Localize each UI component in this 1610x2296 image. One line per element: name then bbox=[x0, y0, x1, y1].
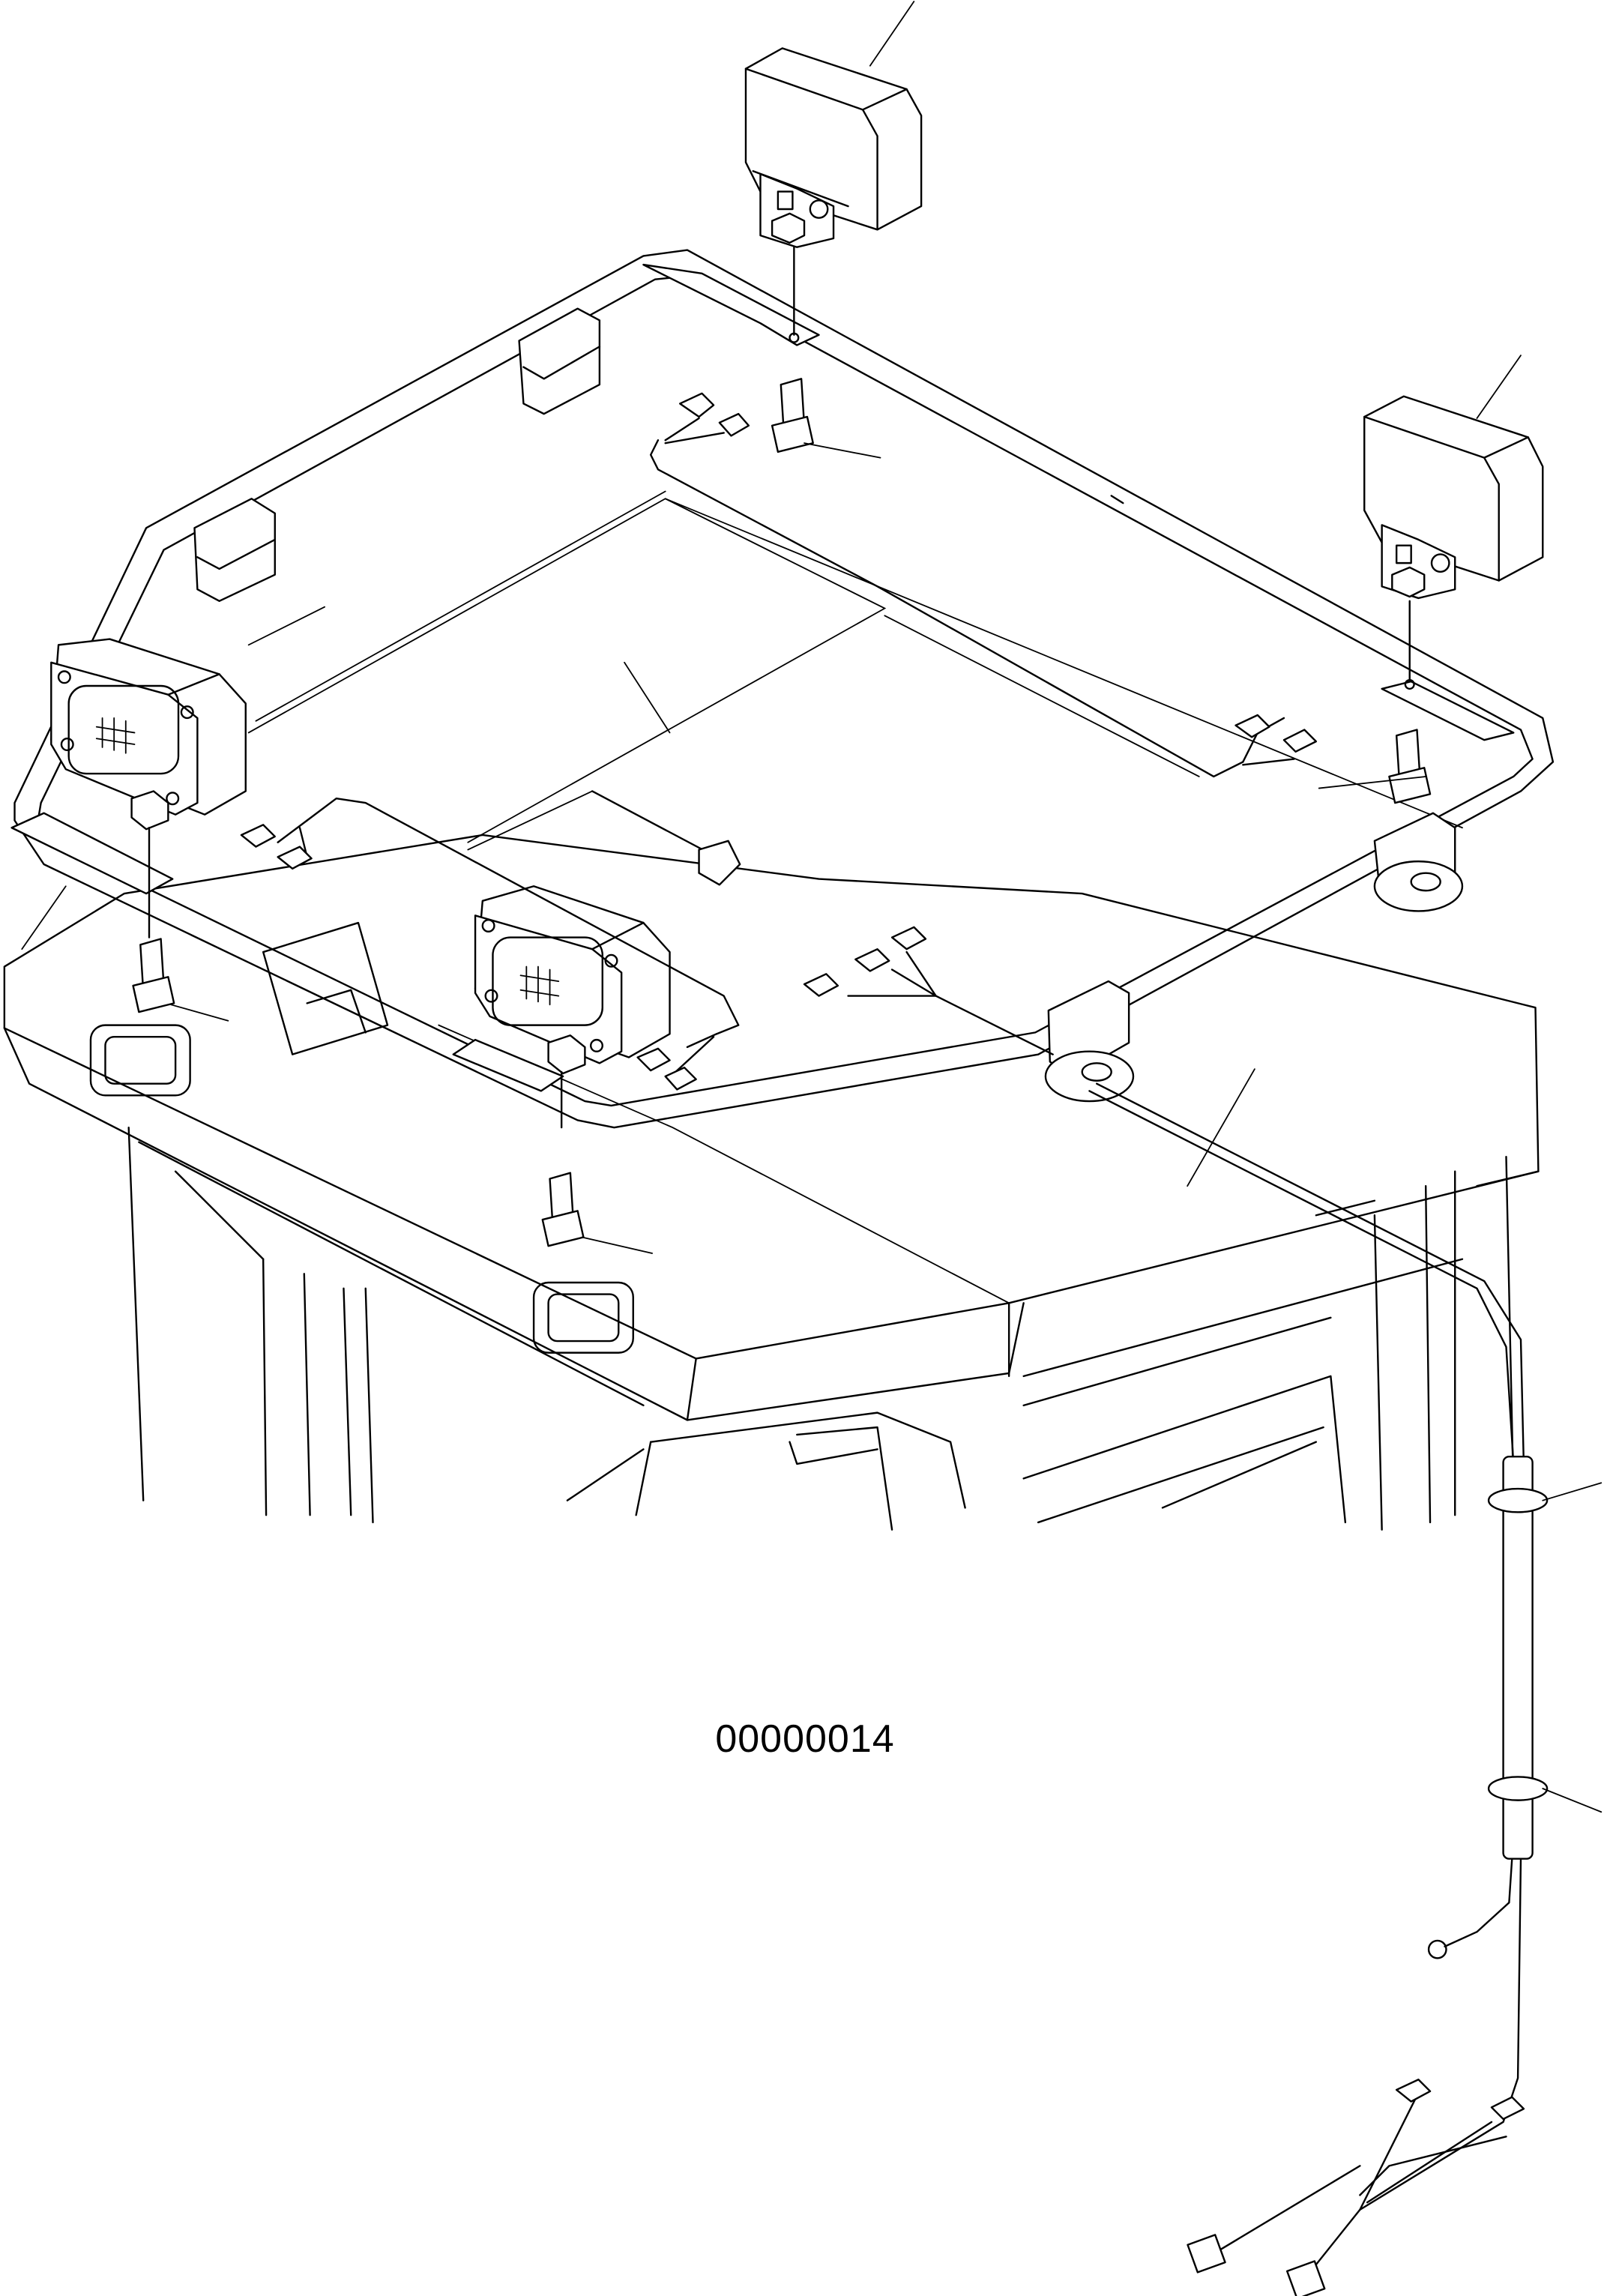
top-lamp-right bbox=[1364, 397, 1543, 689]
drawing-number: 00000014 bbox=[715, 1717, 895, 1761]
cab-body bbox=[4, 835, 1539, 1530]
frame-clips bbox=[194, 309, 1462, 1101]
wiring-harness bbox=[241, 394, 1547, 2296]
mounting-bolts bbox=[133, 379, 1430, 1246]
front-lamp-left bbox=[51, 639, 245, 938]
lamp-bracket-frame bbox=[12, 250, 1553, 1128]
front-lamp-center bbox=[475, 886, 669, 1127]
top-lamp-rear bbox=[746, 48, 921, 342]
callout-leaders bbox=[22, 1, 1601, 1812]
